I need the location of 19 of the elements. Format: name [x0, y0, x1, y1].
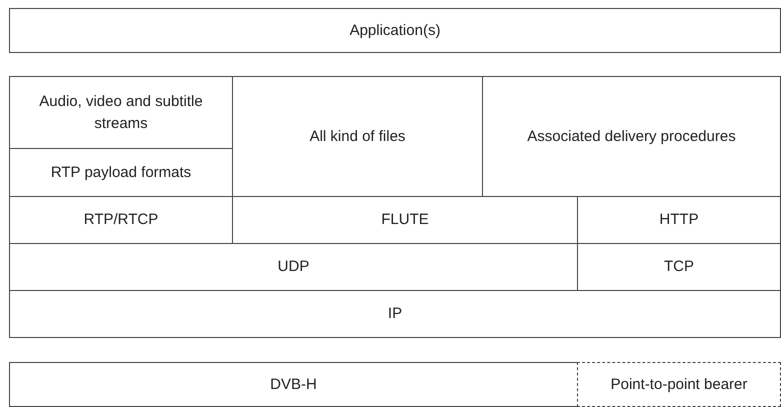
- layer-box: [9, 362, 578, 407]
- layer-label: HTTP: [658, 210, 700, 230]
- layer-label: Application(s): [348, 20, 442, 41]
- layer-label: Audio, video and subtitle streams: [38, 92, 204, 134]
- layer-label: TCP: [663, 257, 695, 278]
- layer-box: [577, 362, 781, 407]
- layer-label: RTP/RTCP: [82, 210, 160, 230]
- layer-label: DVB-H: [269, 374, 318, 395]
- layer-label: Associated delivery procedures: [526, 126, 737, 147]
- layer-box: [9, 76, 233, 149]
- layer-box: [9, 8, 781, 53]
- layer-label: Point-to-point bearer: [610, 374, 748, 395]
- layer-label: IP: [386, 304, 404, 324]
- layer-label: RTP payload formats: [50, 162, 192, 183]
- layer-box: [9, 290, 781, 338]
- layer-label: All kind of files: [308, 126, 406, 147]
- layer-label: UDP: [276, 257, 310, 278]
- layer-label: FLUTE: [380, 210, 430, 230]
- layer-box: [482, 76, 781, 197]
